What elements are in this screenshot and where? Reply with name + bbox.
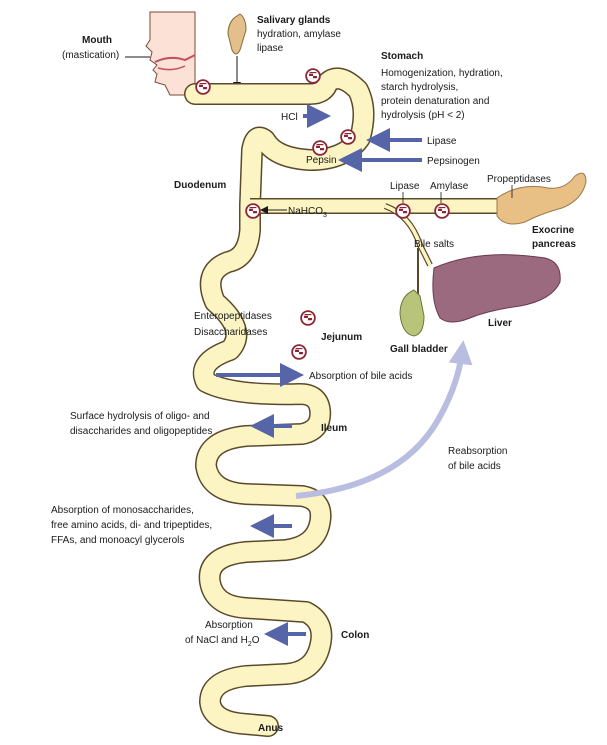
stomach-label: Stomach — [381, 51, 423, 62]
stomach-desc-line: protein denaturation and — [381, 96, 489, 107]
nahco3-label: NaHCO3 — [288, 206, 327, 219]
enzyme-marker-icon — [305, 68, 321, 84]
enzyme-marker-icon — [300, 310, 316, 326]
mouth-label: Mouth — [82, 35, 112, 46]
salivary-desc-line: hydration, amylase — [257, 29, 341, 40]
hcl-label: HCl — [281, 112, 298, 123]
reabsorption-arrow — [295, 340, 473, 499]
gall-bladder-icon — [399, 289, 425, 337]
digestive-tract — [184, 67, 500, 737]
stomach-desc-line: hydrolysis (pH < 2) — [381, 110, 465, 121]
mastication-label: (mastication) — [62, 50, 119, 61]
enteropeptidases-label: Enteropeptidases — [194, 311, 272, 322]
amylase-label: Amylase — [430, 181, 469, 192]
salivary-desc-line: lipase — [257, 43, 284, 54]
salivary-glands-label: Salivary glands — [257, 15, 331, 26]
transport-arrows — [216, 104, 422, 646]
pepsinogen-label: Pepsinogen — [427, 156, 480, 167]
enzyme-marker-icon — [434, 203, 450, 219]
lipase-pancreas-label: Lipase — [390, 181, 420, 192]
bile-absorption-label: Absorption of bile acids — [309, 371, 412, 382]
mono-absorption-line: Absorption of monosaccharides, — [51, 505, 194, 516]
duodenum-label: Duodenum — [174, 180, 226, 191]
mono-absorption-line: FFAs, and monoacyl glycerols — [51, 535, 184, 546]
liver-label: Liver — [488, 318, 512, 329]
salivary-gland-icon — [227, 13, 247, 55]
gall-bladder-label: Gall bladder — [390, 344, 448, 355]
enzyme-marker-icon — [291, 344, 307, 360]
anus-label: Anus — [258, 723, 283, 734]
stomach-desc-line: starch hydrolysis, — [381, 82, 458, 93]
enzyme-marker-icon — [340, 129, 356, 145]
pancreas-label: pancreas — [532, 239, 576, 250]
enzyme-marker-icon — [245, 203, 261, 219]
enzyme-marker-icon — [195, 79, 211, 95]
liver-icon — [432, 254, 561, 323]
pepsin-label: Pepsin — [306, 155, 337, 166]
jejunum-label: Jejunum — [321, 332, 362, 343]
reabsorption-label: Reabsorption — [448, 446, 507, 457]
enzyme-marker-icon — [395, 203, 411, 219]
bile-duct — [383, 203, 433, 300]
nacl-absorption-line: of NaCl and H2O — [185, 635, 260, 648]
enzyme-marker-icon — [312, 140, 328, 156]
mono-absorption-line: free amino acids, di- and tripeptides, — [51, 520, 212, 531]
stomach-desc-line: Homogenization, hydration, — [381, 68, 503, 79]
propeptidases-label: Propeptidases — [487, 174, 551, 185]
exocrine-label: Exocrine — [532, 225, 575, 236]
pancreas-icon — [496, 172, 587, 225]
disaccharidases-label: Disaccharidases — [194, 327, 267, 338]
ileum-label: Ileum — [321, 423, 347, 434]
bile-salts-label: Bile salts — [414, 239, 454, 250]
surface-hydrolysis-line: disaccharides and oligopeptides — [70, 426, 212, 437]
reabsorption-label: of bile acids — [448, 461, 501, 472]
head-profile-icon — [145, 11, 196, 96]
colon-label: Colon — [341, 630, 369, 641]
nacl-absorption-line: Absorption — [205, 620, 253, 631]
surface-hydrolysis-line: Surface hydrolysis of oligo- and — [70, 411, 210, 422]
lipase-stomach-label: Lipase — [427, 136, 457, 147]
